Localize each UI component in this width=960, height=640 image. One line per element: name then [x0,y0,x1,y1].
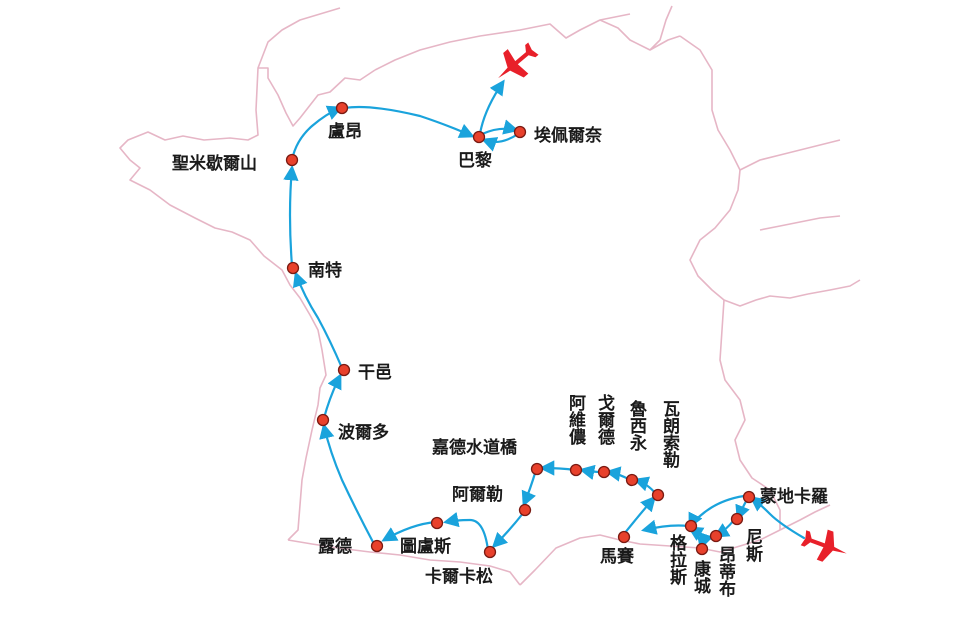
city-dot-valensole [651,488,665,502]
route-epernay-to-paris [481,132,520,152]
city-dot-cannes [695,542,709,556]
right-edge-coast [807,279,861,295]
city-labels: 巴黎 埃佩爾奈 盧昂 聖米歇爾山 南特 干邑 波爾多 露德 圖盧斯 卡爾卡松 阿… [172,121,828,587]
germany-border [679,35,741,171]
label-epernay: 埃佩爾奈 [534,125,603,146]
label-cannes: 康城 [690,559,711,595]
label-bordeaux: 波爾多 [338,422,389,443]
city-dot-cognac [337,363,351,377]
city-dot-gordes [597,465,611,479]
city-dot-nantes [286,261,300,275]
route-msm-to-rouen [290,105,343,162]
italy-coast [779,504,831,531]
city-dot-paris [472,130,486,144]
swiss-border [689,169,809,307]
city-dot-roussillon [625,473,639,487]
label-nantes: 南特 [308,260,342,281]
route-cognac-to-nantes [292,271,344,370]
city-dot-toulouse [430,516,444,530]
city-dot-antibes [709,529,723,543]
upper-left-coast [257,7,341,69]
route-lourdes-to-bordeaux [319,422,376,546]
lux-border [599,19,681,51]
borders [119,5,861,586]
city-dot-marseille [617,530,631,544]
label-toulouse: 圖盧斯 [400,536,451,557]
label-lourdes: 露德 [318,536,352,557]
city-dot-arles [518,503,532,517]
route-bordeaux-to-cognac [322,373,342,420]
label-gordes: 戈爾德 [594,393,616,446]
label-paris: 巴黎 [458,150,492,171]
spain-border [287,539,521,586]
med-coast [519,529,781,586]
label-valensole: 瓦朗索勒 [659,400,680,469]
route-rouen-to-paris [343,105,475,138]
city-dot-monaco [742,490,756,504]
route-plane-to-monaco [749,496,806,540]
route-marseille-to-valensole [622,495,657,536]
route-paris-to-epernay [480,119,519,136]
label-mont-st-michel: 聖米歇爾山 [172,153,257,174]
city-dot-mont-st-michel [285,153,299,167]
germany-border-east [739,139,841,171]
label-antibes: 昂蒂布 [715,546,736,598]
city-dot-bordeaux [316,413,330,427]
route-albi-to-carcassonne [491,510,526,549]
label-marseille: 馬賽 [600,546,635,567]
label-cognac: 干邑 [358,363,392,383]
city-dot-carcassonne [483,545,497,559]
route-nantes-to-msm [283,164,299,268]
east-border-top [649,5,673,51]
route-pontgard-to-albi [521,468,538,507]
label-roussillon: 魯西永 [626,399,648,452]
swiss-border-north [759,215,841,231]
label-grasse: 格拉斯 [666,533,687,586]
label-arles: 阿爾勒 [452,484,503,505]
route-carcassonne-to-toulouse [442,512,490,552]
city-dot-rouen [335,101,349,115]
city-dot-nice [730,512,744,526]
route-paris-to-plane [478,79,505,136]
label-carcassonne: 卡爾卡松 [425,566,493,587]
label-monaco: 蒙地卡羅 [760,486,828,507]
city-labels-vertical: 阿維儂 戈爾德 魯西永 瓦朗索勒 格拉斯 康城 昂蒂布 尼斯 [565,393,763,598]
city-dot-avignon [569,463,583,477]
label-nice: 尼斯 [742,528,763,563]
france-coast-west [119,67,376,541]
belgium-border [374,13,631,71]
label-pont-du-gard: 嘉德水道橋 [431,437,518,458]
route-lines [283,79,806,552]
airplane-icon-end [800,529,847,562]
route-grasse-to-marseille [640,519,690,535]
city-dots [285,101,756,559]
airplane-icon-start [498,42,539,79]
label-avignon: 阿維儂 [565,394,586,446]
italy-border [719,299,781,530]
label-rouen: 盧昂 [328,121,362,142]
city-dot-epernay [513,125,527,139]
city-dot-grasse [684,519,698,533]
city-dot-lourdes [370,539,384,553]
city-dot-pont-du-gard [530,462,544,476]
